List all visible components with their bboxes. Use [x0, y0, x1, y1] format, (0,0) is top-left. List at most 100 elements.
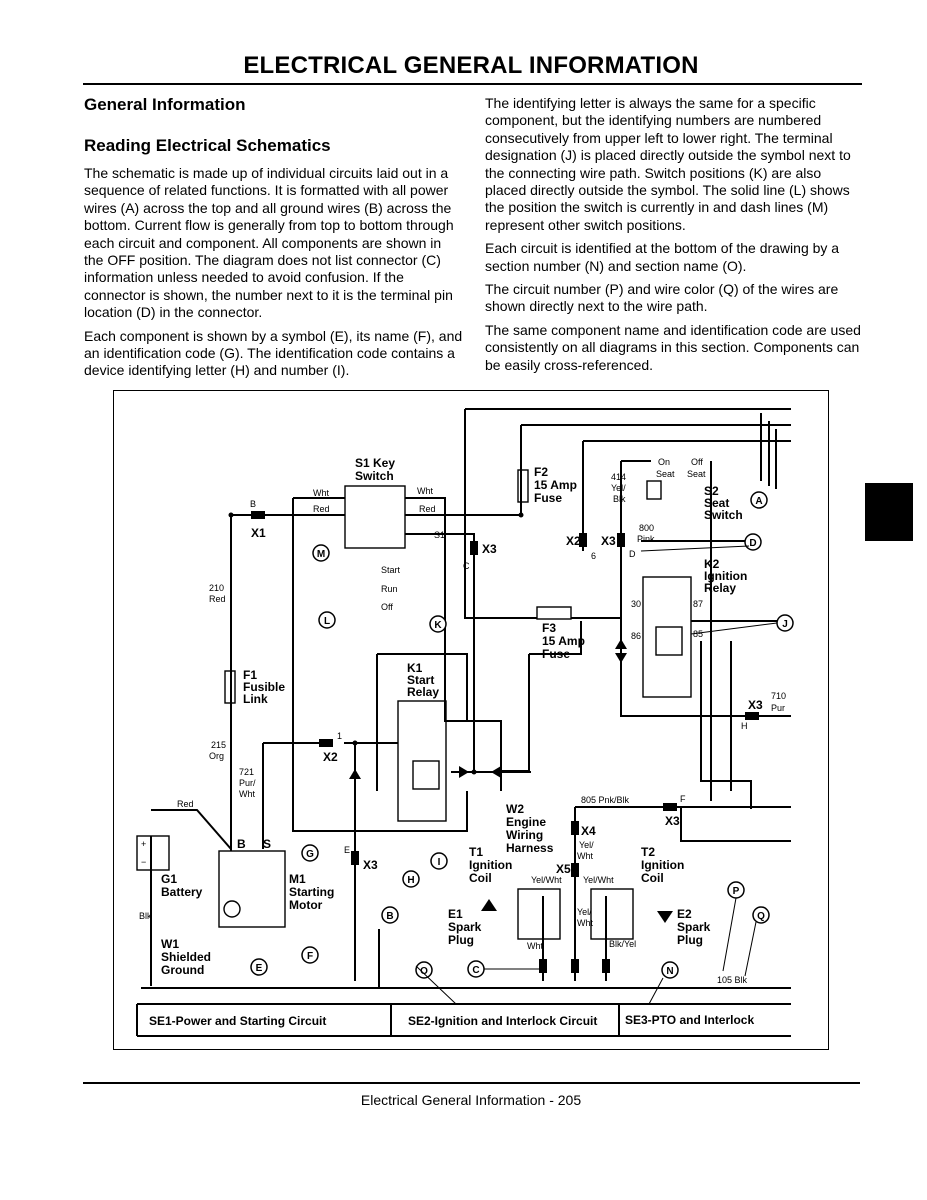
wire-label: Blk/Yel	[609, 939, 636, 949]
wire-label: 721	[239, 767, 254, 777]
label-s1: Switch	[355, 469, 394, 483]
label-e1: Plug	[448, 933, 474, 947]
callout-letter: J	[782, 619, 788, 630]
wire-label: 414	[611, 472, 626, 482]
paragraph: Each circuit is identified at the bottom…	[485, 240, 840, 274]
wire-label: Red	[209, 594, 226, 604]
e2-plug-symbol	[657, 911, 673, 923]
label-s2: Seat	[704, 496, 729, 510]
wire-label: Red	[177, 799, 194, 809]
footer-rule	[83, 1082, 860, 1084]
section-se3: SE3-PTO and Interlock	[625, 1013, 754, 1027]
k2-coil	[655, 626, 683, 656]
label-k2: Ignition	[704, 569, 747, 583]
switch-pos: Off	[691, 457, 703, 467]
pin-f: F	[680, 794, 686, 804]
callout-letter: N	[666, 966, 673, 977]
wire-label: 215	[211, 740, 226, 750]
pin-c: C	[463, 561, 470, 571]
label-w2: Harness	[506, 841, 554, 855]
wire-label: Wht	[313, 488, 330, 498]
pin-d: D	[629, 549, 636, 559]
label-t1: Ignition	[469, 858, 512, 872]
callout-n	[661, 961, 679, 979]
paragraph: The identifying letter is always the sam…	[485, 95, 851, 233]
pin-6: 6	[591, 551, 596, 561]
k1-relay-symbol	[397, 700, 447, 822]
pin-labels: B S1 C 6 D H 1 E F 30 87 86 85 + −	[141, 499, 748, 867]
callout-letter: D	[749, 538, 756, 549]
k2-relay-symbol	[642, 576, 692, 698]
callout-b	[381, 906, 399, 924]
label-x4: X4	[581, 824, 596, 838]
x3-bot-connector	[663, 803, 677, 811]
label-x2: X2	[323, 750, 338, 764]
switch-position-labels: Start Run Off On Seat Off Seat	[381, 457, 706, 612]
label-t2: Ignition	[641, 858, 684, 872]
title-rule	[83, 83, 862, 85]
label-x3: X3	[601, 534, 616, 548]
label-x1: X1	[251, 526, 266, 540]
f3-fuse-symbol	[536, 606, 572, 620]
component-symbols	[136, 469, 692, 940]
switch-pos: Off	[381, 602, 393, 612]
battery-terminals: B S	[237, 837, 271, 851]
pin-86: 86	[631, 631, 641, 641]
x3-connector	[470, 541, 478, 555]
label-k1: Relay	[407, 685, 439, 699]
x2-top-connector	[579, 533, 587, 547]
wire-label: Wht	[577, 851, 594, 861]
callout-letter: G	[306, 849, 314, 860]
label-t2: Coil	[641, 871, 664, 885]
wire-labels: Wht Wht Red Red 210 Red 215 Org 721 Pur/…	[139, 472, 786, 985]
callout-letters: A B C D E F G H I J K L M N O P Q	[256, 496, 788, 977]
callout-letter: M	[317, 549, 325, 560]
callout-h	[402, 870, 420, 888]
paragraph: The schematic is made up of individual c…	[84, 165, 454, 321]
pin-30: 30	[631, 599, 641, 609]
x5-connector	[571, 863, 579, 877]
label-m1: M1	[289, 872, 306, 886]
pin-87: 87	[693, 599, 703, 609]
label-x3: X3	[665, 814, 680, 828]
label-e1: Spark	[448, 920, 482, 934]
pin-bat-b: B	[237, 837, 246, 851]
label-w1: Ground	[161, 963, 204, 977]
section-se1: SE1-Power and Starting Circuit	[149, 1014, 326, 1028]
diode-left	[459, 766, 469, 778]
callout-letter: C	[472, 965, 479, 976]
paragraph: Each component is shown by a symbol (E),…	[84, 327, 463, 379]
junction	[518, 512, 524, 518]
left-column: General Information Reading Electrical S…	[84, 95, 464, 386]
label-w2: W2	[506, 802, 524, 816]
wire-label: 800	[639, 523, 654, 533]
label-s1: S1 Key	[355, 456, 395, 470]
callout-letter: B	[386, 911, 393, 922]
motor-symbol	[223, 900, 241, 918]
label-k2: K2	[704, 557, 720, 571]
label-f1: Link	[243, 692, 268, 706]
battery-symbol	[136, 835, 170, 871]
label-t1: Coil	[469, 871, 492, 885]
wire-label: Pink	[637, 534, 655, 544]
right-column: The identifying letter is always the sam…	[485, 95, 865, 380]
section-tab-marker	[865, 483, 913, 541]
label-k1: K1	[407, 661, 423, 675]
section-bar: SE1-Power and Starting Circuit SE2-Ignit…	[149, 1013, 754, 1028]
x1-connector	[251, 511, 265, 519]
x4-connector	[571, 821, 579, 835]
callout-letter: I	[438, 857, 441, 868]
wire-label: Yel/Wht	[531, 875, 562, 885]
wire-label: Blk	[613, 494, 626, 504]
label-e2: Spark	[677, 920, 711, 934]
callout-i	[430, 852, 448, 870]
connector-marks	[228, 511, 759, 973]
junction	[228, 512, 234, 518]
wire-label: 105 Blk	[717, 975, 748, 985]
e2-ground-connector	[602, 959, 610, 973]
label-w1: Shielded	[161, 950, 211, 964]
callout-letter: O	[420, 966, 428, 977]
label-e1: E1	[448, 907, 463, 921]
label-f1: F1	[243, 668, 257, 682]
callout-a	[750, 491, 768, 509]
